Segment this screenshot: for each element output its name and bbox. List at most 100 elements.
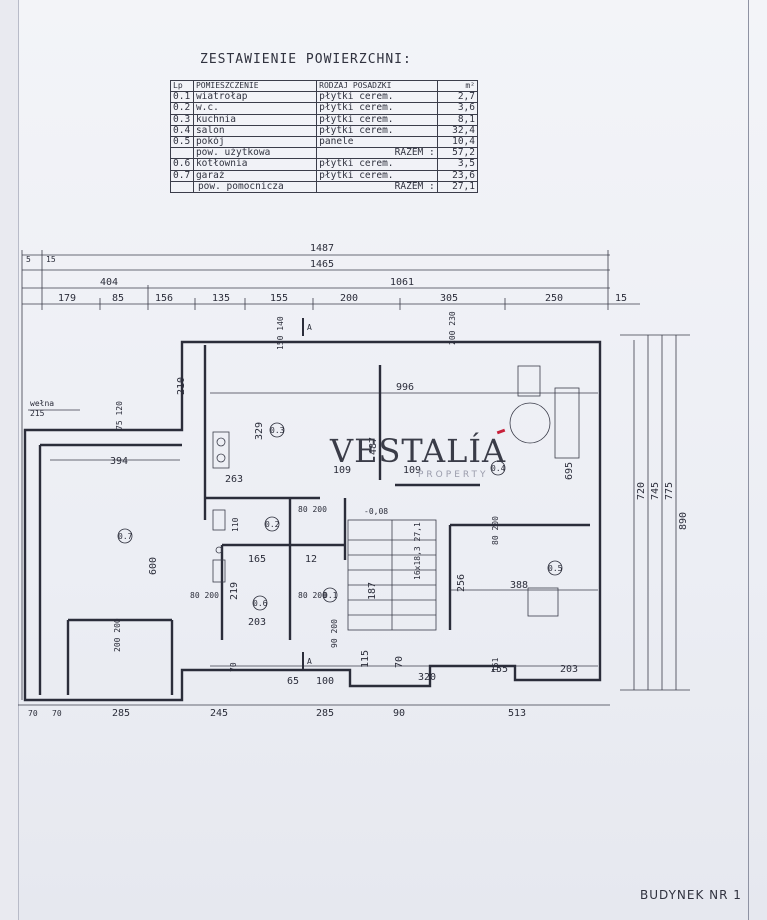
table-title: ZESTAWIENIE POWIERZCHNI:	[200, 52, 412, 67]
room-label-vestibule: 0.1	[323, 591, 338, 600]
dim-70b: 70	[229, 662, 238, 672]
cell-area: 3,5	[436, 158, 479, 171]
dim-70: 70	[394, 656, 405, 668]
walls	[23, 340, 602, 702]
watermark-logo: VESTALÍA	[330, 432, 507, 470]
stairs-label: 16x18,3 27,1	[413, 522, 422, 580]
dim-263: 263	[225, 474, 243, 485]
dim-top-inner: 1465	[310, 259, 334, 270]
section-markers: A A	[302, 318, 312, 670]
building-label: BUDYNEK NR 1	[640, 888, 742, 902]
room-label-kitchen: 0.3	[270, 426, 285, 435]
dim-203: 203	[248, 617, 266, 628]
fixtures	[212, 365, 580, 617]
dim-100: 100	[316, 676, 334, 687]
dim-bottom-70a: 70	[28, 709, 38, 718]
table-row: 0.4 salon płytki cerem. 32,4	[170, 124, 479, 137]
room-label-bedroom: 0.5	[548, 564, 563, 573]
dim-305: 305	[440, 293, 458, 304]
dim-210: 210	[176, 377, 187, 395]
sum-row-auxiliary: pow. pomocnicza RAZEM : 27,1	[170, 180, 479, 193]
dim-720: 720	[636, 482, 647, 500]
dim-200: 200	[340, 293, 358, 304]
dim-745: 745	[650, 482, 661, 500]
dim-156: 156	[155, 293, 173, 304]
dim-top-total: 1487	[310, 243, 334, 254]
dim-600: 600	[148, 557, 159, 575]
dimension-lines	[18, 250, 690, 706]
table-row: 0.2 w.c. płytki cerem. 3,6	[170, 102, 479, 115]
dim-5: 5	[26, 255, 31, 264]
dim-165: 165	[248, 554, 266, 565]
dim-109b: 109	[403, 465, 421, 476]
dim-775: 775	[664, 482, 675, 500]
area-table: Lp POMIESZCZENIE RODZAJ POSADZKI m² 0.1 …	[170, 79, 479, 193]
dim-110: 110	[231, 517, 240, 532]
vertical-dimension-text: 210 329 487 600 219 256 187 115 70 695 7…	[113, 311, 689, 672]
dim-388: 388	[510, 580, 528, 591]
door-wc: 80 200	[298, 505, 327, 514]
table-row: 0.5 pokój panele 10,4	[170, 135, 479, 149]
door-bedroom: 80 200	[491, 516, 500, 545]
sheet-border	[748, 0, 749, 920]
dim-15b: 15	[615, 293, 627, 304]
dim-187: 187	[367, 582, 378, 600]
dim-219: 219	[229, 582, 240, 600]
window-200-230: 200 230	[448, 311, 457, 345]
sum-label: pow. pomocnicza	[192, 180, 318, 193]
insulation-label: wełna	[30, 399, 54, 408]
level-mark: -0,08	[364, 507, 388, 516]
table-row: 0.6 kotłownia płytki cerem. 3,5	[170, 158, 479, 171]
sum-label: pow. użytkowa	[192, 147, 318, 160]
dim-15: 15	[46, 255, 56, 264]
dim-bottom-285a: 285	[112, 708, 130, 719]
window-150-140: 150 140	[276, 316, 285, 350]
room-markers	[117, 422, 563, 611]
dim-right-block: 1061	[390, 277, 414, 288]
dim-215: 215	[30, 409, 45, 418]
dim-487: 487	[368, 437, 379, 455]
sum-value: 57,2	[436, 147, 479, 160]
dim-bottom-245: 245	[210, 708, 228, 719]
window-75-120: 75 120	[115, 401, 124, 430]
dim-12: 12	[305, 554, 317, 565]
stairs	[347, 519, 437, 631]
dim-329: 329	[254, 422, 265, 440]
dim-65: 65	[287, 676, 299, 687]
door-boiler: 80 200	[190, 591, 219, 600]
dim-203b: 203	[560, 664, 578, 675]
section-mark-bottom: A	[307, 657, 312, 666]
dim-155b: 155	[490, 664, 508, 675]
room-label-wc: 0.2	[265, 520, 280, 529]
cell-room: salon	[192, 124, 318, 137]
cell-lp: 0.4	[170, 124, 194, 137]
dim-695: 695	[564, 462, 575, 480]
table-row: 0.7 garaż płytki cerem. 23,6	[170, 169, 479, 182]
room-label-boiler: 0.6	[253, 599, 268, 608]
sum-row-usable: pow. użytkowa RAZEM : 57,2	[170, 147, 479, 160]
room-labels: 0.3 0.4 0.2 0.5 0.1 0.6 0.7	[118, 426, 563, 608]
dim-bottom-285b: 285	[316, 708, 334, 719]
dim-135: 135	[212, 293, 230, 304]
dim-394: 394	[110, 456, 128, 467]
door-entrance: 90 200	[330, 619, 339, 648]
dim-109a: 109	[333, 465, 351, 476]
dim-155: 155	[270, 293, 288, 304]
dim-250: 250	[545, 293, 563, 304]
cell-room: kotłownia	[192, 158, 318, 171]
cell-area: 23,6	[436, 169, 479, 182]
cell-area: 10,4	[436, 135, 479, 149]
dim-890: 890	[678, 512, 689, 530]
dim-151: 151	[491, 657, 500, 672]
dimension-text: 1487 1465 5 15 404 1061 179 85 156 135 1…	[26, 243, 627, 719]
cell-room: pokój	[192, 135, 318, 149]
door-vestibule: 80 200	[298, 591, 327, 600]
dim-996: 996	[396, 382, 414, 393]
dim-85: 85	[112, 293, 124, 304]
room-label-garage: 0.7	[118, 532, 133, 541]
dim-179: 179	[58, 293, 76, 304]
dim-320: 320	[418, 672, 436, 683]
dim-256: 256	[456, 574, 467, 592]
cell-floor: płytki cerem.	[316, 158, 438, 171]
